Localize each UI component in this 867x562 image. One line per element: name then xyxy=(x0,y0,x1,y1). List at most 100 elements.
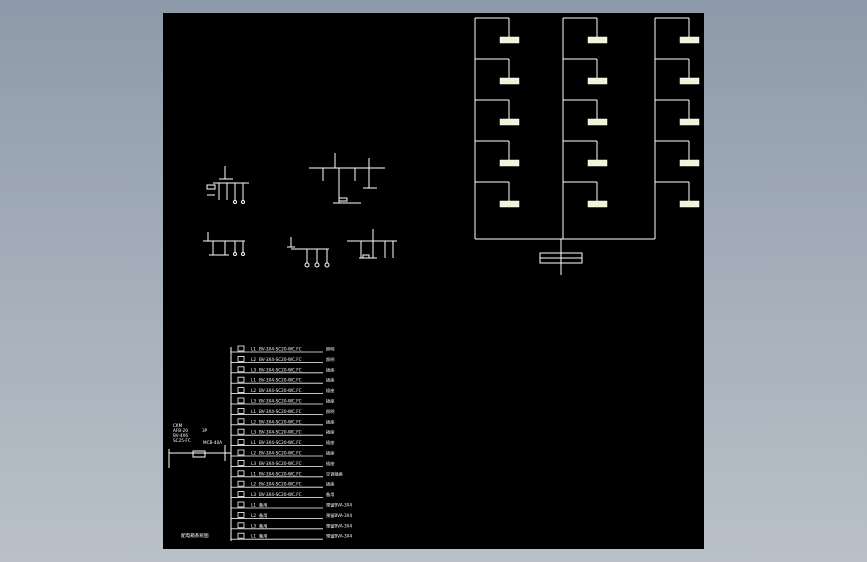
circuit-spec-label: BV-3X4-SC20-WC.FC xyxy=(259,378,302,383)
circuit-phase-label: L3 xyxy=(251,523,256,528)
circuit-load-label: 插座 xyxy=(326,460,334,467)
circuit-load-label: 照明 xyxy=(326,347,334,353)
circuit-spec-label: BV-3X4-SC20-WC.FC xyxy=(259,471,302,476)
circuit-phase-label: L1 xyxy=(251,409,256,414)
light-fixture xyxy=(679,159,700,167)
circuit-breaker-symbol xyxy=(237,418,245,425)
circuit-phase-label: L3 xyxy=(251,430,256,435)
circuit-spec-label: BV-3X4-SC20-WC.FC xyxy=(259,461,302,466)
symbol-group-4 xyxy=(287,237,330,268)
circuit-phase-label: L3 xyxy=(251,492,256,497)
circuit-phase-label: L2 xyxy=(251,513,256,518)
circuit-spec-label: BV-3X4-SC20-WC.FC xyxy=(259,451,302,456)
circuit-breaker-symbol xyxy=(237,459,245,466)
circuit-spec-label: BV-3X4-SC20-WC.FC xyxy=(259,430,302,435)
circuit-load-label: 预留BVA-3X4 xyxy=(326,522,353,529)
main-breaker-label: MCB-40A xyxy=(203,440,222,445)
circuit-load-label: 预留BVA-3X4 xyxy=(326,512,353,519)
circuit-load-label: 照明 xyxy=(326,357,334,363)
circuit-breaker-symbol xyxy=(237,470,245,477)
circuit-spec-label: BV-3X4-SC20-WC.FC xyxy=(259,399,302,404)
light-fixture xyxy=(499,118,520,126)
circuit-phase-label: L2 xyxy=(251,357,256,362)
circuit-spec-label: BV-3X4-SC20-WC.FC xyxy=(259,419,302,424)
circuit-phase-label: L3 xyxy=(251,461,256,466)
circuit-load-label: 预留BVA-3X4 xyxy=(326,533,353,540)
circuit-breaker-symbol xyxy=(237,532,245,539)
circuit-breaker-symbol xyxy=(237,407,245,414)
circuit-breaker-symbol xyxy=(237,397,245,404)
circuit-breaker-symbol xyxy=(237,355,245,362)
incoming-label-2: AFB-20 xyxy=(173,428,188,433)
circuit-load-label: 插座 xyxy=(326,481,334,488)
light-fixture xyxy=(587,77,608,85)
circuit-spec-label: BV-3X4-SC20-WC.FC xyxy=(259,388,302,393)
main-breaker-symbol xyxy=(192,450,206,458)
panel-footer-label: 配电箱系统图 xyxy=(181,532,209,539)
light-fixture xyxy=(587,159,608,167)
circuit-phase-label: L2 xyxy=(251,419,256,424)
circuit-load-label: 备用 xyxy=(326,491,334,498)
symbol-group-5 xyxy=(347,229,397,259)
circuit-phase-label: L2 xyxy=(251,482,256,487)
symbol-group-2 xyxy=(309,153,385,204)
symbol-group-3 xyxy=(203,232,245,256)
circuit-breaker-symbol xyxy=(237,345,245,352)
light-fixture xyxy=(679,118,700,126)
circuit-load-label: 插座 xyxy=(326,450,334,457)
circuit-breaker-symbol xyxy=(237,480,245,487)
light-fixture xyxy=(679,77,700,85)
light-fixture xyxy=(587,118,608,126)
circuit-phase-label: L2 xyxy=(251,451,256,456)
circuit-load-label: 预留BVA-3X4 xyxy=(326,502,353,509)
circuit-spec-label: BV-3X4-SC20-WC.FC xyxy=(259,492,302,497)
circuit-spec-label: 备用 xyxy=(259,502,267,509)
circuit-phase-label: L1 xyxy=(251,378,256,383)
circuit-breaker-symbol xyxy=(237,511,245,518)
circuit-spec-label: 备用 xyxy=(259,522,267,529)
light-fixture xyxy=(679,200,700,208)
circuit-load-label: 插座 xyxy=(326,429,334,436)
circuit-load-label: 插座 xyxy=(326,366,334,373)
circuit-breaker-symbol xyxy=(237,501,245,508)
light-fixture xyxy=(499,159,520,167)
circuit-breaker-symbol xyxy=(237,428,245,435)
light-fixture xyxy=(499,77,520,85)
circuit-breaker-symbol xyxy=(237,376,245,383)
circuit-breaker-symbol xyxy=(237,439,245,446)
main-note: 3P xyxy=(202,428,208,433)
circuit-spec-label: BV-3X4-SC20-WC.FC xyxy=(259,409,302,414)
circuit-phase-label: L2 xyxy=(251,388,256,393)
light-fixture xyxy=(587,36,608,44)
circuit-breaker-symbol xyxy=(237,491,245,498)
incoming-label-1: CKM xyxy=(173,423,183,428)
circuit-load-label: 插座 xyxy=(326,418,334,425)
incoming-label-3: BV-4X6 xyxy=(173,433,188,438)
circuit-spec-label: BV-3X4-SC20-WC.FC xyxy=(259,367,302,372)
light-fixture xyxy=(679,36,700,44)
circuit-phase-label: L1 xyxy=(251,347,256,352)
circuit-spec-label: BV-3X4-SC20-WC.FC xyxy=(259,482,302,487)
circuit-spec-label: 备用 xyxy=(259,533,267,540)
light-fixture xyxy=(587,200,608,208)
riser-diagram xyxy=(474,17,700,275)
symbol-group-1 xyxy=(206,166,249,204)
circuit-load-label: 插座 xyxy=(326,439,334,446)
circuit-load-label: 空调插座 xyxy=(326,470,343,477)
circuit-spec-label: BV-3X4-SC20-WC.FC xyxy=(259,347,302,352)
